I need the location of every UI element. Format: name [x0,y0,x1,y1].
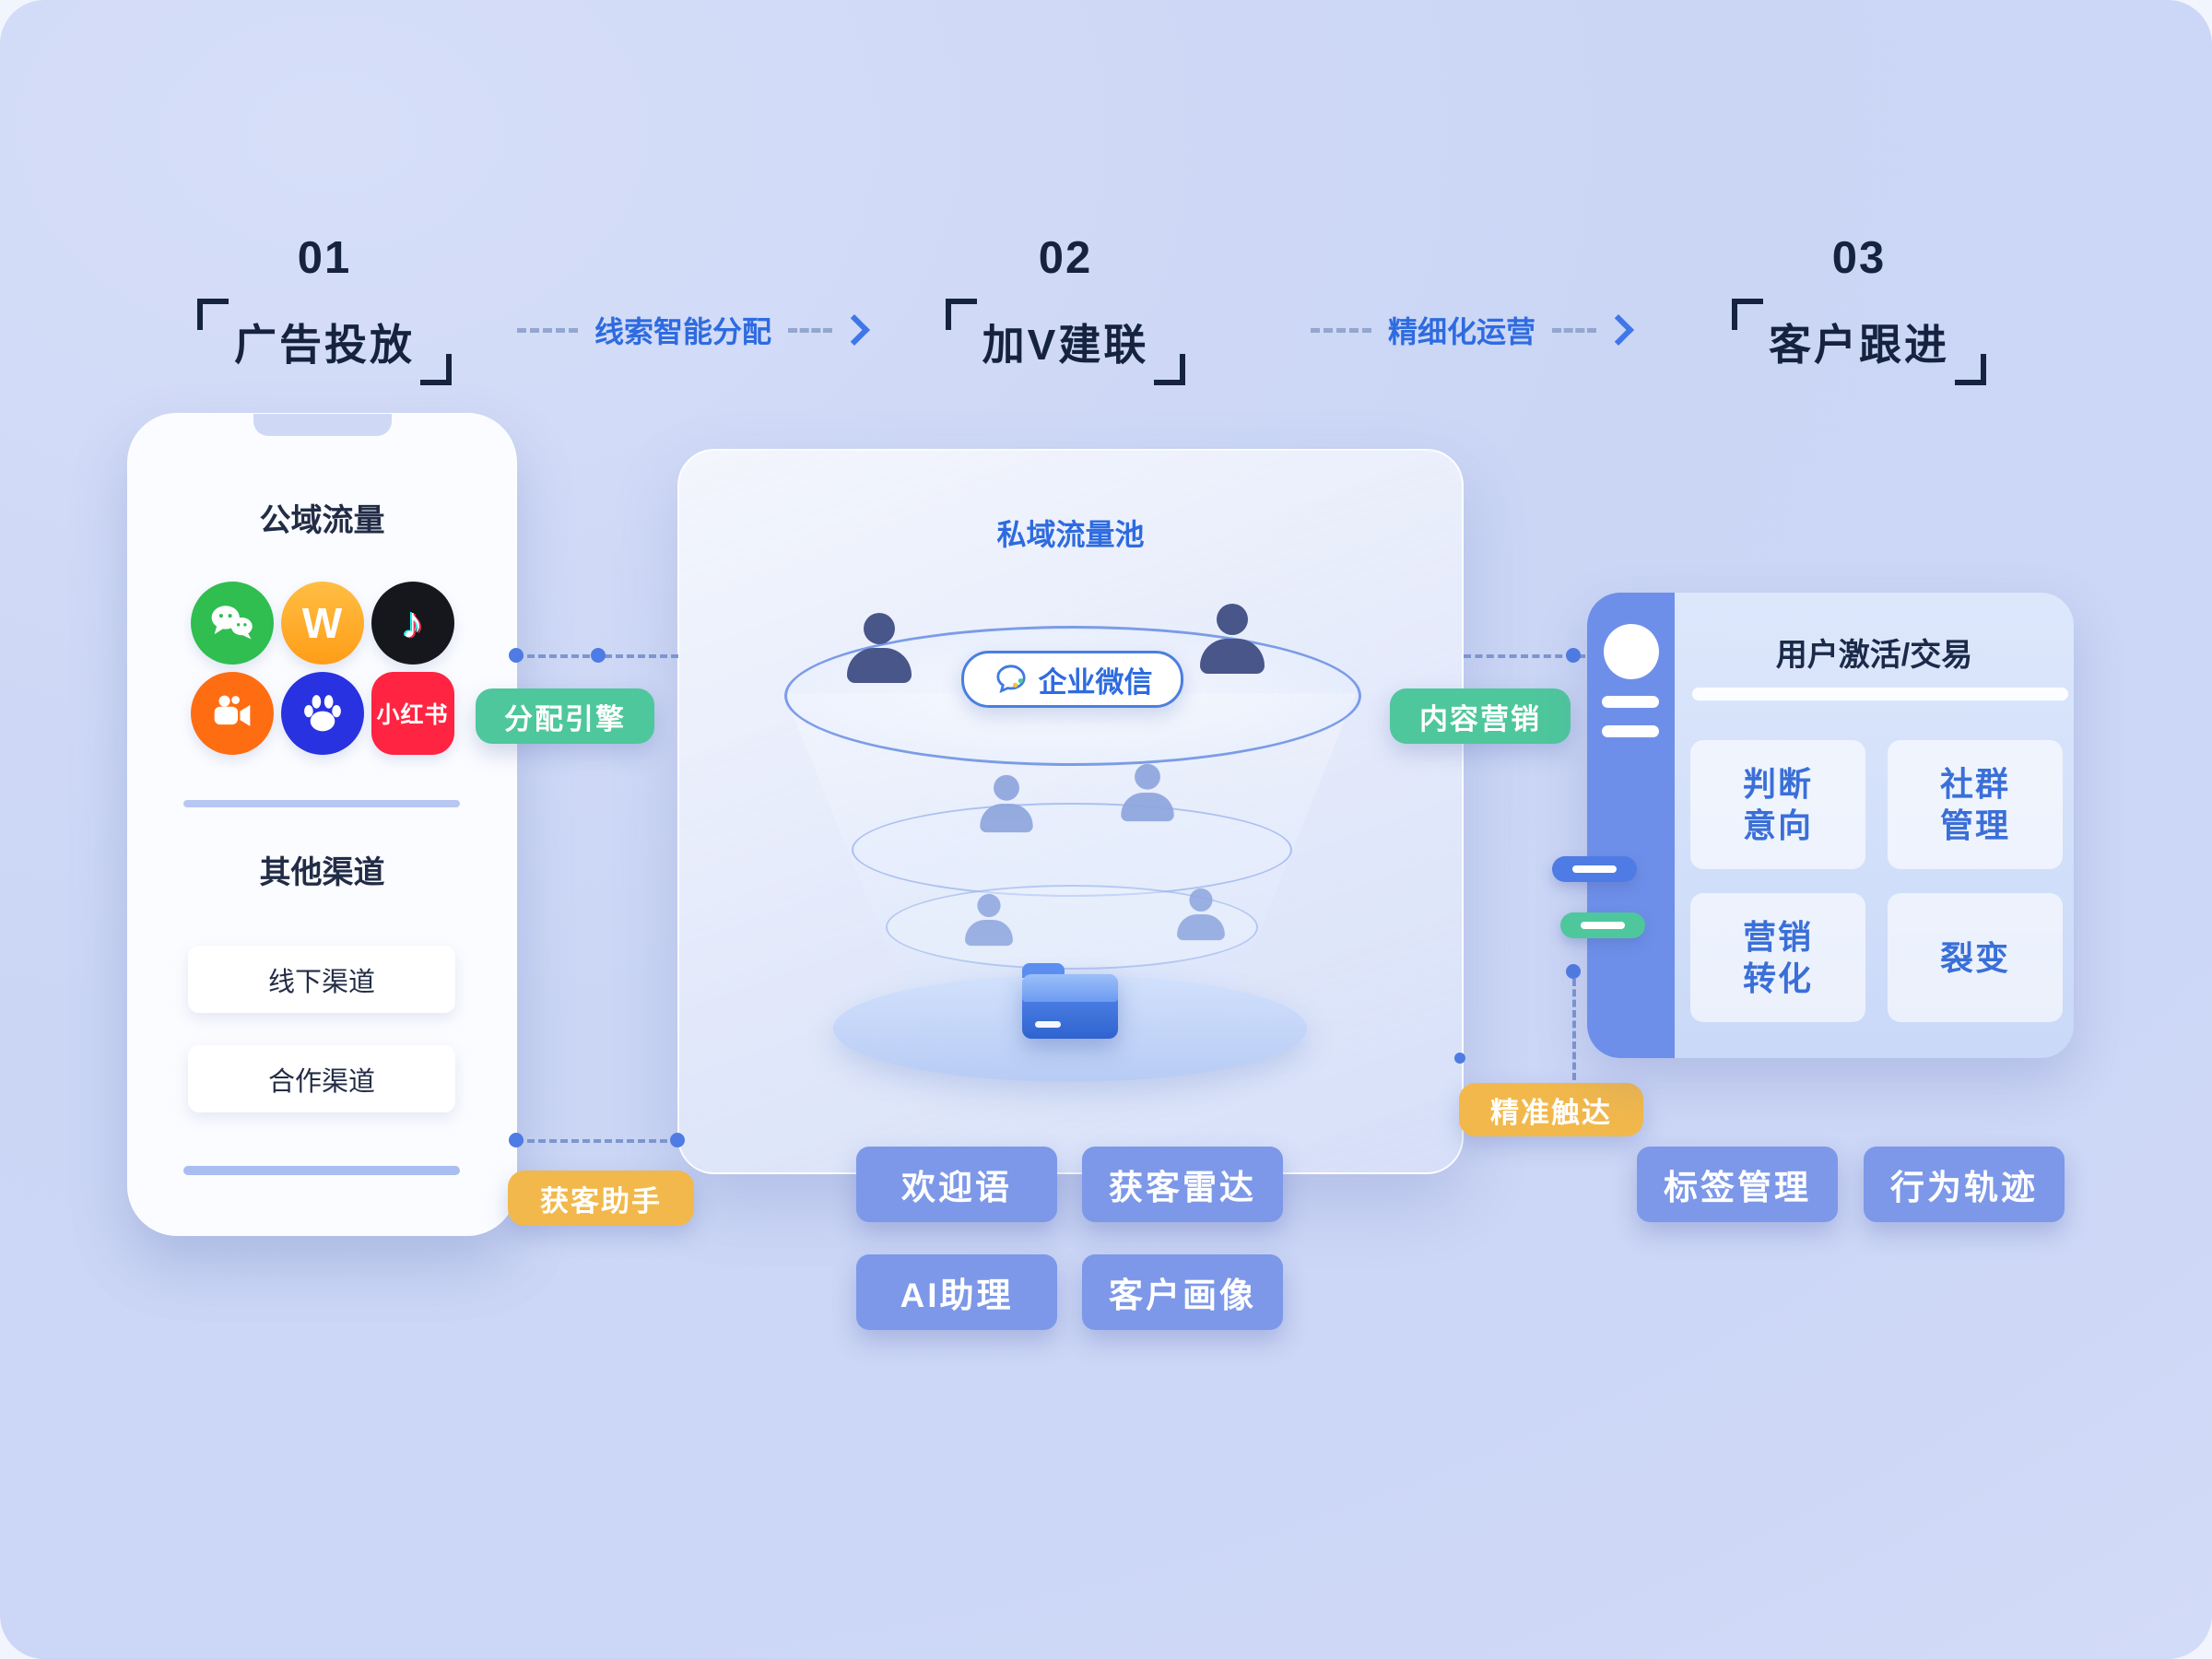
step-label: 客户跟进 [1732,299,1986,385]
wecom-label: 企业微信 [1038,665,1153,699]
wecom-badge: 企业微信 [961,651,1183,708]
user-silhouette [1200,604,1265,674]
connector-right-bottom [1572,979,1576,1080]
pool-title: 私域流量池 [996,518,1145,551]
private-traffic-pool-card: 私域流量池 企业微信 [677,449,1464,1174]
tag-chip-blue [1552,856,1637,882]
offline-channel-button[interactable]: 线下渠道 [188,946,455,1013]
sidebar-line [1602,725,1659,737]
xiaohongshu-label: 小红书 [376,702,449,728]
partner-channel-button[interactable]: 合作渠道 [188,1045,455,1112]
dashed-line [516,327,578,333]
connector-dot [670,1133,685,1147]
step-number: 03 [1831,233,1887,283]
connector-dot [509,1133,524,1147]
step-number: 02 [1038,233,1093,283]
baidu-icon[interactable] [280,672,364,755]
acquisition-assistant-badge: 获客助手 [508,1171,694,1226]
wecom-chat-icon [995,665,1026,693]
dashed-line [1552,327,1596,333]
step-ad-placement: 01 广告投放 [159,232,490,385]
video-camera-icon [214,695,250,726]
user-silhouette [980,774,1033,833]
phone-mockup: 公域流量 W [127,413,517,1236]
flow-label: 线索智能分配 [594,315,771,348]
precise-reach-badge: 精准触达 [1459,1083,1643,1136]
avatar [1604,624,1659,679]
panel-sidebar [1587,593,1675,1058]
connector-left-bottom [516,1139,678,1143]
dashed-line [1310,327,1371,333]
flow-refined-operation: 精细化运营 [1290,304,1650,356]
connector-dot [509,648,524,663]
user-silhouette [965,893,1013,947]
w-glyph: W [301,599,343,647]
tag-chip-green [1560,912,1645,938]
funnel-mid-ring [852,803,1292,897]
behavior-track-button[interactable]: 行为轨迹 [1864,1147,2065,1222]
fission-card[interactable]: 裂变 [1888,893,2063,1022]
other-channels-title: 其他渠道 [259,855,385,890]
title-underline-bar [1692,688,2068,700]
step-label: 广告投放 [197,299,452,385]
kuaishou-icon[interactable] [190,672,274,755]
folder-flap [1022,974,1118,1002]
connector-dot [1566,964,1581,979]
activation-panel: 用户激活/交易 判断 意向 社群 管理 营销 转化 裂变 [1587,593,2074,1058]
dashed-line [788,327,832,333]
sidebar-line [1602,696,1659,708]
connector-dot [591,648,606,663]
wechat-bubbles-icon [211,606,253,640]
welcome-message-button[interactable]: 欢迎语 [856,1147,1057,1222]
wechat-icon[interactable] [190,582,274,665]
content-marketing-badge: 内容营销 [1390,688,1571,744]
community-management-card[interactable]: 社群 管理 [1888,740,2063,869]
ai-assistant-button[interactable]: AI助理 [856,1254,1057,1330]
phone-notch [253,414,392,436]
music-note-glyph: ♪ [401,598,424,648]
flow-label: 精细化运营 [1387,315,1535,348]
user-silhouette [1121,763,1174,822]
step-follow-up: 03 客户跟进 [1693,232,2025,385]
w-channel-icon[interactable]: W [280,582,364,665]
acquisition-radar-button[interactable]: 获客雷达 [1082,1147,1283,1222]
paw-icon [303,695,341,732]
distribution-engine-badge: 分配引擎 [476,688,654,744]
phone-home-indicator [183,1166,460,1175]
tag-management-button[interactable]: 标签管理 [1637,1147,1838,1222]
douyin-icon[interactable]: ♪ [371,582,454,665]
connector-right-top [1464,654,1585,658]
marketing-conversion-card[interactable]: 营销 转化 [1690,893,1865,1022]
xiaohongshu-icon[interactable]: 小红书 [371,672,454,755]
activation-title: 用户激活/交易 [1775,638,1973,673]
step-label: 加V建联 [945,299,1186,385]
user-silhouette [1177,888,1225,941]
user-silhouette [847,613,912,683]
step-number: 01 [297,233,352,283]
arrow-right-icon [1603,314,1634,346]
folder-icon [1022,963,1118,1039]
arrow-right-icon [839,314,870,346]
customer-profile-button[interactable]: 客户画像 [1082,1254,1283,1330]
channel-icon-grid: W ♪ [190,582,454,755]
connector-dot [1454,1053,1465,1064]
connector-dot [1566,648,1581,663]
step-add-contact: 02 加V建联 [900,232,1231,385]
phone-divider [183,800,460,807]
public-traffic-title: 公域流量 [259,503,385,538]
flow-lead-distribution: 线索智能分配 [502,304,880,356]
intent-judgement-card[interactable]: 判断 意向 [1690,740,1865,869]
